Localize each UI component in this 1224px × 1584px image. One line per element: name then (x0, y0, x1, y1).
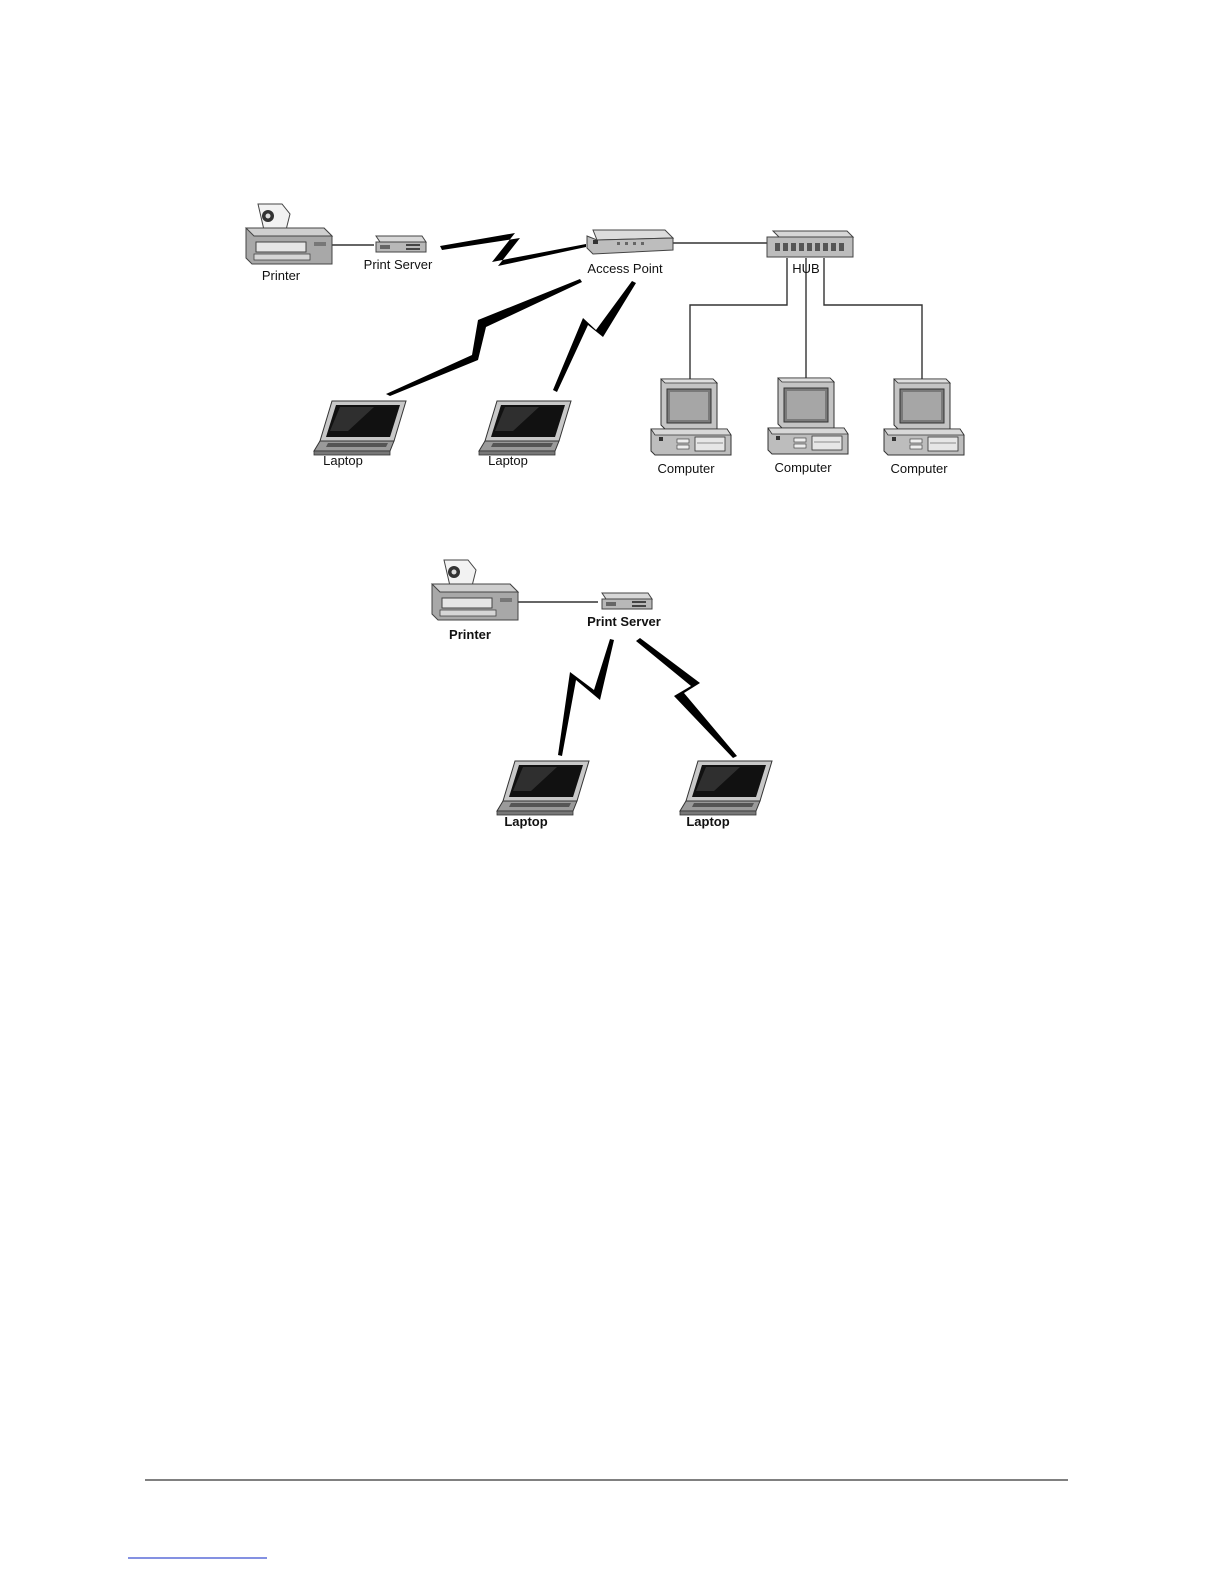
laptop-icon (314, 401, 406, 455)
laptop-icon (479, 401, 571, 455)
cable-hub-computer-3 (824, 258, 922, 380)
computer-label: Computer (890, 461, 948, 476)
printer-label: Printer (262, 268, 301, 283)
printer-label: Printer (449, 627, 491, 642)
laptop-icon (680, 761, 772, 815)
hub-icon (767, 231, 853, 257)
cable-hub-computer-1 (690, 258, 787, 380)
laptop-label: Laptop (686, 814, 729, 829)
printer-icon (432, 560, 518, 620)
computer-icon (768, 378, 848, 454)
print-server-label: Print Server (587, 614, 661, 629)
diagram-adhoc: Printer Print Server Laptop Laptop (432, 560, 772, 829)
laptop-icon (497, 761, 589, 815)
wireless-link-printserver-laptop-2 (636, 638, 737, 758)
computer-label: Computer (657, 461, 715, 476)
print-server-label: Print Server (364, 257, 433, 272)
hub-label: HUB (792, 261, 819, 276)
print-server-icon (376, 236, 426, 252)
access-point-label: Access Point (587, 261, 663, 276)
wireless-link-ap-laptop-1 (386, 279, 582, 396)
diagram-infrastructure: Printer Print Server Access Point HUB La… (246, 204, 964, 476)
printer-icon (246, 204, 332, 264)
wireless-link-printserver-laptop-1 (558, 639, 614, 756)
wireless-link-ap-laptop-2 (553, 281, 636, 392)
laptop-label: Laptop (504, 814, 547, 829)
laptop-label: Laptop (323, 453, 363, 468)
computer-icon (884, 379, 964, 455)
computer-label: Computer (774, 460, 832, 475)
print-server-icon (602, 593, 652, 609)
laptop-label: Laptop (488, 453, 528, 468)
computer-icon (651, 379, 731, 455)
wireless-link-printserver-ap (440, 233, 586, 266)
access-point-icon (587, 230, 673, 254)
